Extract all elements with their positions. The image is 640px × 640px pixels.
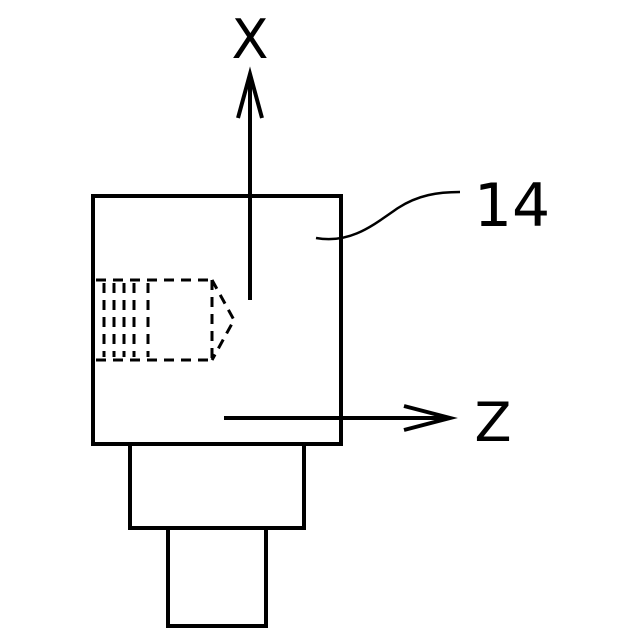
- hidden-threaded-hole: [96, 280, 234, 360]
- middle-shank: [130, 444, 304, 528]
- body-block: [93, 196, 341, 444]
- x-axis-arrow: [238, 74, 262, 300]
- z-axis-arrow: [224, 406, 450, 430]
- drill-point: [212, 280, 234, 360]
- lower-shank: [168, 528, 266, 626]
- z-axis-label: Z: [475, 391, 512, 454]
- x-axis-label: X: [232, 8, 269, 71]
- reference-leader-line: [316, 192, 460, 239]
- reference-number-label: 14: [474, 171, 550, 241]
